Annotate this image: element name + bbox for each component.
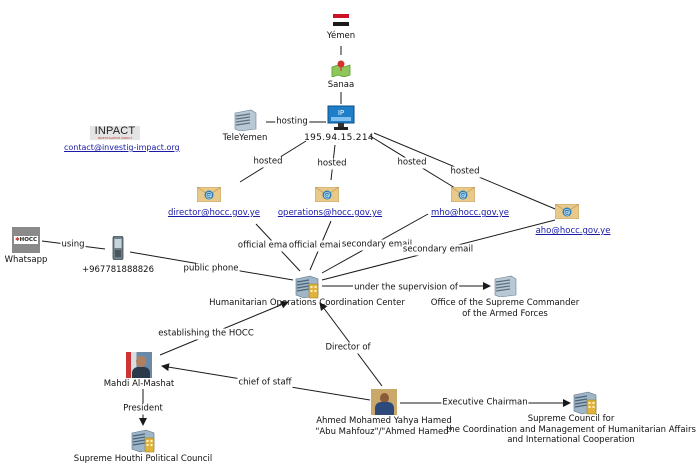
node-label-teleyemen: TeleYemen xyxy=(222,133,268,143)
email-link-operations[interactable]: operations@hocc.gov.ye xyxy=(277,208,383,218)
server-icon[interactable] xyxy=(232,109,258,132)
node-label-ahmed: Ahmed Mohamed Yahya Hamed "Abu Mahfouz"/… xyxy=(315,416,452,437)
supreme-commander-line2: of the Armed Forces xyxy=(462,308,548,319)
edge-label-president: President xyxy=(122,403,164,415)
ahmed-line1: Ahmed Mohamed Yahya Hamed xyxy=(316,416,452,426)
node-label-hocc: Humanitarian Operations Coordination Cen… xyxy=(209,298,405,308)
logo-subtitle: INVESTIGATIVE IMPACT xyxy=(97,136,133,140)
contact-email-link[interactable]: contact@investig-impact.org xyxy=(64,143,180,152)
supreme-council-line3: and International Cooperation xyxy=(507,435,635,445)
node-label-mashat: Mahdi Al-Mashat xyxy=(103,379,175,389)
svg-text:@: @ xyxy=(460,192,467,200)
edge-label-establishing: establishing the HOCC xyxy=(157,328,255,340)
mobile-phone-icon[interactable] xyxy=(112,235,124,261)
node-label-yemen: Yémen xyxy=(326,31,356,41)
person-photo-icon[interactable] xyxy=(371,389,397,415)
svg-text:IP: IP xyxy=(338,109,344,117)
email-icon[interactable]: @ xyxy=(314,186,345,205)
whatsapp-badge: HOCC xyxy=(19,237,37,243)
svg-text:@: @ xyxy=(564,209,571,217)
supreme-council-line2: the Coordination and Management of Human… xyxy=(446,424,696,435)
edge-label-director-of: Director of xyxy=(324,342,372,354)
node-label-supreme-council: Supreme Council for the Coordination and… xyxy=(446,414,696,446)
svg-text:@: @ xyxy=(206,192,213,200)
email-icon[interactable]: @ xyxy=(450,186,481,205)
logo-title: INPACT xyxy=(94,125,136,137)
whatsapp-profile-icon[interactable]: ✱HOCC xyxy=(12,227,40,253)
edge-label-official-email: official email xyxy=(287,240,345,252)
edge-label-public-phone: public phone xyxy=(182,263,240,275)
server-icon[interactable] xyxy=(492,275,518,298)
ip-monitor-icon[interactable]: IP xyxy=(327,105,355,131)
edge-label-hosted: hosted xyxy=(252,156,284,168)
edge-label-supervision: under the supervision of xyxy=(353,282,459,294)
edge-label-executive-chairman: Executive Chairman xyxy=(441,397,529,409)
node-label-political-council: Supreme Houthi Political Council xyxy=(73,454,213,464)
svg-text:@: @ xyxy=(324,192,331,200)
email-link-mho[interactable]: mho@hocc.gov.ye xyxy=(431,208,509,218)
node-label-phone: +967781888826 xyxy=(81,265,155,275)
edge-label-hosting: hosting xyxy=(275,116,309,128)
organization-icon[interactable] xyxy=(572,391,598,415)
edge-label-secondary-email: secondary email xyxy=(340,239,414,251)
email-link-aho[interactable]: aho@hocc.gov.ye xyxy=(535,226,611,236)
edge-label-chief-of-staff: chief of staff xyxy=(237,377,293,389)
node-label-ip: 195.94.15.214 xyxy=(304,133,374,143)
edge-label-hosted: hosted xyxy=(449,166,481,178)
edge-label-official-email: official email xyxy=(236,240,294,252)
supreme-commander-line1: Office of the Supreme Commander xyxy=(430,298,580,308)
inpact-logo: INPACT INVESTIGATIVE IMPACT xyxy=(90,126,140,140)
edge-label-secondary-email: secondary email xyxy=(401,244,475,256)
supreme-council-line1: Supreme Council for xyxy=(527,414,615,424)
node-label-whatsapp: Whatsapp xyxy=(4,255,48,265)
node-label-sanaa: Sanaa xyxy=(327,80,355,90)
organization-icon[interactable] xyxy=(130,429,156,453)
edge-label-hosted: hosted xyxy=(316,158,348,170)
person-photo-icon[interactable] xyxy=(126,352,152,378)
edge-label-using: using xyxy=(60,239,86,251)
email-link-director[interactable]: director@hocc.gov.ye xyxy=(167,208,261,218)
flag-icon xyxy=(333,14,349,26)
email-icon[interactable]: @ xyxy=(554,203,585,222)
organization-icon[interactable] xyxy=(294,275,320,299)
map-pin-icon xyxy=(330,59,352,78)
node-label-supreme-commander: Office of the Supreme Commander of the A… xyxy=(431,298,579,319)
email-icon[interactable]: @ xyxy=(196,186,227,205)
edge-label-hosted: hosted xyxy=(396,157,428,169)
ahmed-line2: "Abu Mahfouz"/"Ahmed Hamed" xyxy=(315,426,453,437)
